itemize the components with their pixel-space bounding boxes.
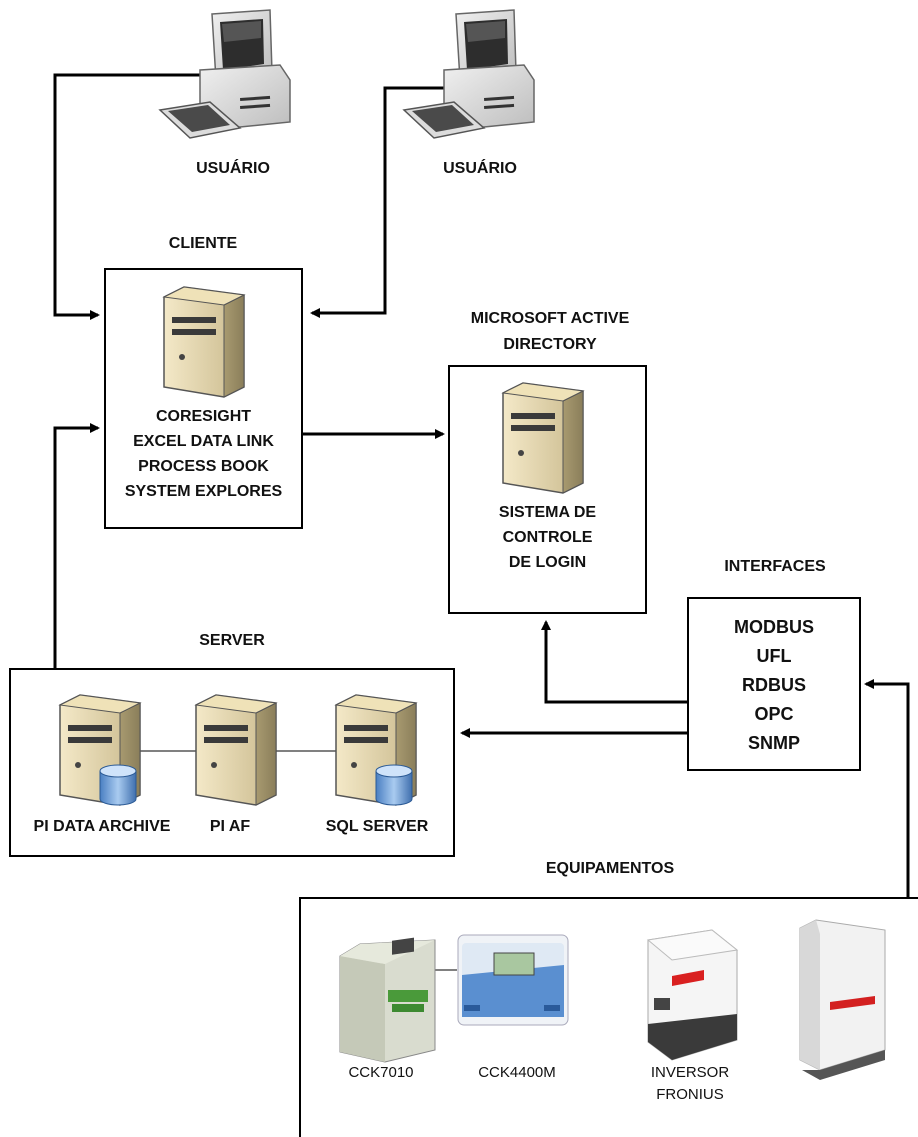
- server-icon: [162, 286, 246, 398]
- active-directory-box: [448, 365, 647, 614]
- server-with-database-icon: [58, 694, 142, 806]
- user-label: USUÁRIO: [196, 160, 270, 177]
- user-label: USUÁRIO: [443, 160, 517, 177]
- device-label-line: FRONIUS: [656, 1086, 724, 1103]
- large-inverter-icon: [799, 919, 886, 1080]
- active-directory-title: MICROSOFT ACTIVE DIRECTORY: [440, 306, 660, 358]
- interface-item: OPC: [754, 704, 794, 724]
- equipment-title: EQUIPAMENTOS: [545, 860, 675, 877]
- client-title: CLIENTE: [168, 235, 238, 252]
- device-label-line: INVERSOR: [650, 1064, 730, 1081]
- server-box: [9, 668, 455, 857]
- interface-item: UFL: [756, 646, 792, 666]
- computer-icon: [402, 9, 535, 139]
- user2-to-client-arrow: [310, 86, 450, 318]
- cck7010-device-icon: [339, 937, 436, 1063]
- equipment-to-interfaces-arrow: [864, 679, 910, 898]
- server-to-client-arrow: [53, 423, 100, 668]
- server-icon: [194, 694, 278, 806]
- login-control-line: SISTEMA DE: [498, 504, 597, 521]
- login-control-line: CONTROLE: [502, 529, 593, 546]
- equipment-box: [299, 897, 918, 1137]
- server-node-label: PI DATA ARCHIVE: [33, 818, 171, 835]
- interfaces-title: INTERFACES: [724, 558, 826, 575]
- interfaces-box: [687, 597, 861, 771]
- client-software-list: CORESIGHT EXCEL DATA LINK PROCESS BOOK S…: [105, 404, 302, 504]
- interfaces-list: MODBUS UFL RDBUS OPC SNMP: [688, 613, 860, 758]
- client-item: EXCEL DATA LINK: [133, 433, 274, 450]
- server-node-label: PI AF: [209, 818, 251, 835]
- server-icon: [501, 382, 585, 494]
- client-item: SYSTEM EXPLORES: [124, 483, 283, 500]
- active-directory-title-line: MICROSOFT ACTIVE: [470, 310, 630, 327]
- client-item: PROCESS BOOK: [138, 458, 269, 475]
- server-with-database-icon: [334, 694, 418, 806]
- fronius-inverter-icon: [646, 929, 739, 1061]
- device-label: CCK4400M: [478, 1064, 556, 1081]
- server-node-label: SQL SERVER: [325, 818, 429, 835]
- interface-item: SNMP: [747, 733, 800, 753]
- login-control-line: DE LOGIN: [508, 554, 587, 571]
- interfaces-to-ad-arrow: [541, 620, 688, 704]
- cck4400m-meter-icon: [457, 934, 569, 1026]
- login-control-text: SISTEMA DE CONTROLE DE LOGIN: [449, 500, 646, 575]
- connector-lines: [53, 73, 910, 898]
- client-item: CORESIGHT: [155, 408, 252, 425]
- device-label: CCK7010: [348, 1064, 414, 1081]
- interface-item: RDBUS: [741, 675, 806, 695]
- computer-icon: [158, 9, 291, 139]
- client-box: [104, 268, 303, 529]
- interface-item: MODBUS: [734, 617, 814, 637]
- server-title: SERVER: [199, 632, 265, 649]
- device-label: INVERSOR FRONIUS: [630, 1062, 750, 1106]
- user1-to-client-arrow: [53, 73, 205, 320]
- active-directory-title-line: DIRECTORY: [503, 336, 597, 353]
